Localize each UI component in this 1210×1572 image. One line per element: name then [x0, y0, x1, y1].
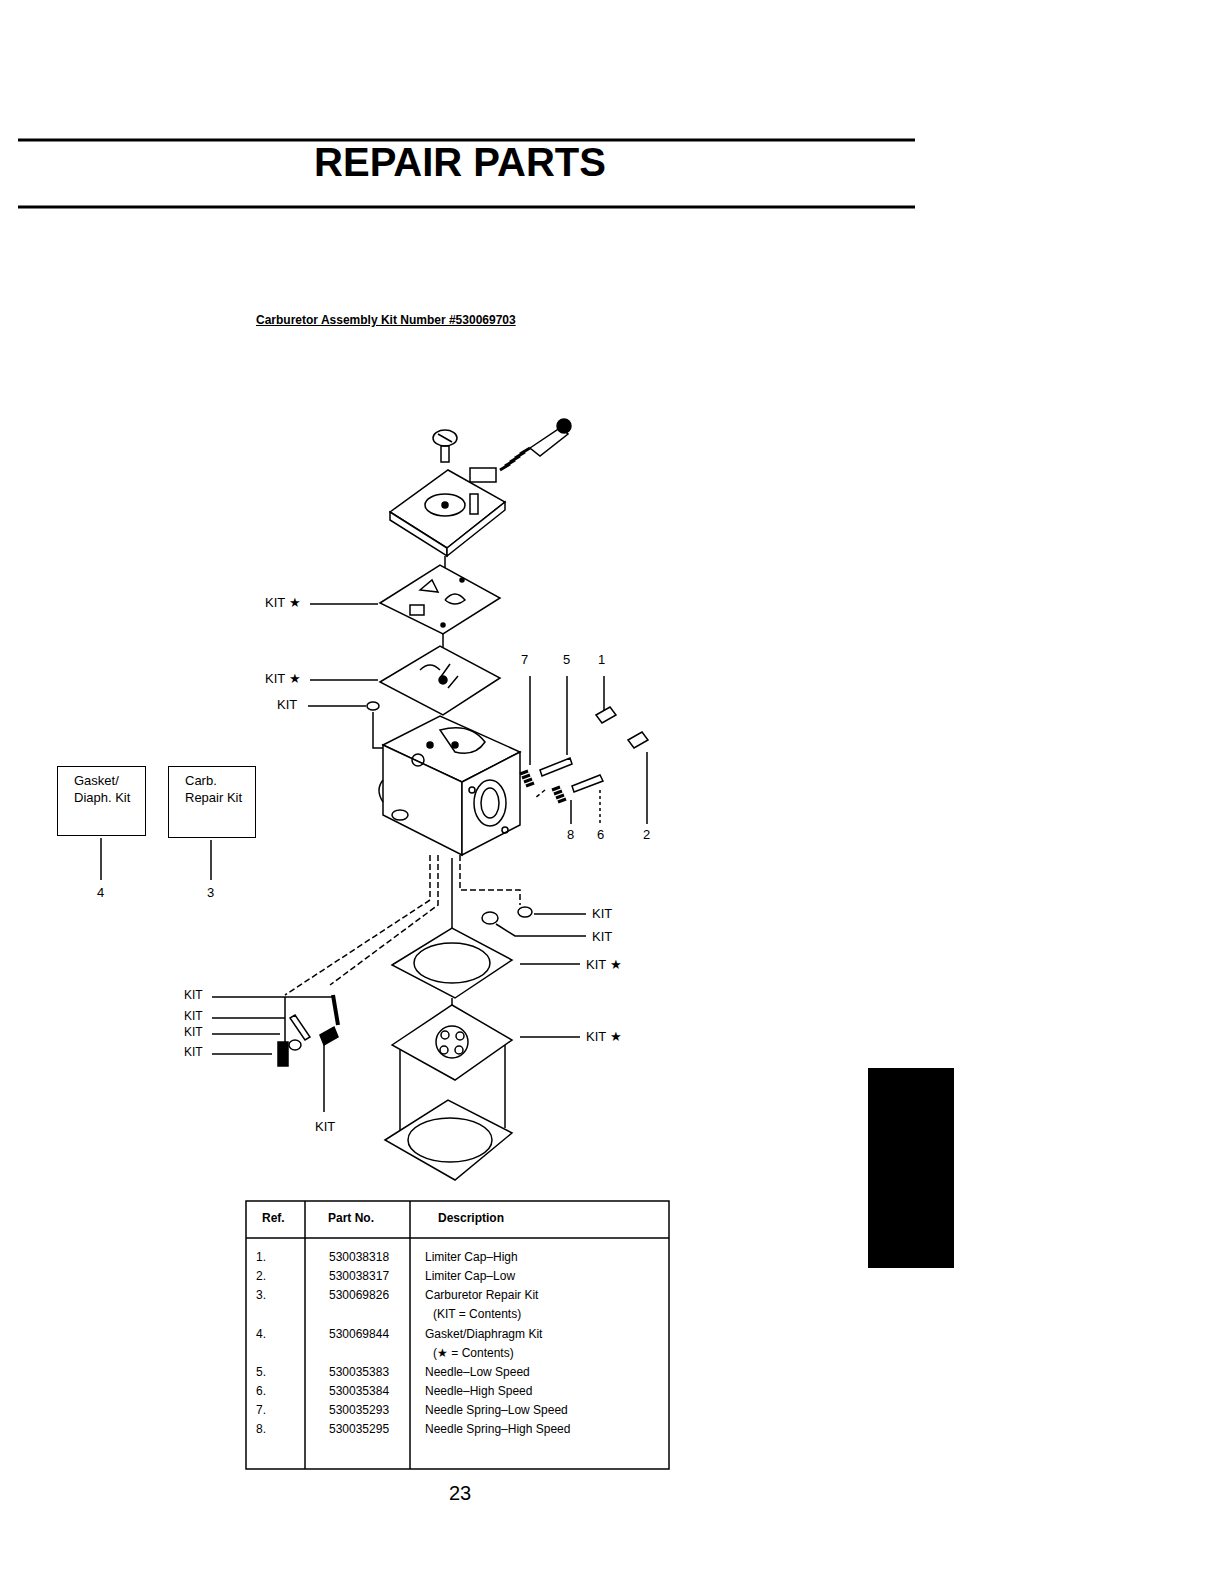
table-header: Part No. — [328, 1212, 374, 1226]
callout-number: 1 — [598, 653, 605, 668]
page-number: 23 — [449, 1482, 471, 1505]
callout-number: 2 — [643, 828, 650, 843]
table-cell: 2. — [256, 1270, 266, 1284]
table-cell: Limiter Cap–Low — [425, 1270, 515, 1284]
table-cell: Needle–Low Speed — [425, 1366, 530, 1380]
page-title: REPAIR PARTS — [0, 140, 920, 185]
table-cell: 530038318 — [329, 1251, 389, 1265]
table-cell: 530069826 — [329, 1289, 389, 1303]
table-cell: 1. — [256, 1251, 266, 1265]
table-cell: Needle Spring–High Speed — [425, 1423, 570, 1437]
kit-box: Gasket/ Diaph. Kit — [57, 766, 146, 836]
table-cell: 530035295 — [329, 1423, 389, 1437]
table-cell: Gasket/Diaphragm Kit — [425, 1328, 542, 1342]
kit-name: Gasket/ Diaph. Kit — [74, 773, 139, 807]
kit-label: KIT — [184, 1046, 203, 1060]
table-cell: Needle–High Speed — [425, 1385, 532, 1399]
table-cell: 5. — [256, 1366, 266, 1380]
kit-box: Carb. Repair Kit — [168, 766, 256, 838]
table-header: Description — [438, 1212, 504, 1226]
table-cell: 8. — [256, 1423, 266, 1437]
kit-name: Carb. Repair Kit — [185, 773, 249, 807]
callout-number: 3 — [207, 886, 214, 901]
table-cell: 7. — [256, 1404, 266, 1418]
table-cell: Limiter Cap–High — [425, 1251, 518, 1265]
table-cell: Needle Spring–Low Speed — [425, 1404, 568, 1418]
kit-label: KIT — [184, 1010, 203, 1024]
table-cell: Carburetor Repair Kit — [425, 1289, 538, 1303]
kit-label: KIT ★ — [586, 958, 622, 973]
table-cell: (★ = Contents) — [433, 1347, 514, 1361]
kit-label: KIT — [592, 907, 612, 922]
kit-label: KIT — [184, 989, 203, 1003]
table-cell: 3. — [256, 1289, 266, 1303]
table-cell: 6. — [256, 1385, 266, 1399]
kit-label: KIT — [184, 1026, 203, 1040]
kit-label: KIT ★ — [586, 1030, 622, 1045]
kit-label: KIT ★ — [265, 596, 301, 611]
callout-number: 4 — [97, 886, 104, 901]
subtitle: Carburetor Assembly Kit Number #53006970… — [256, 314, 516, 328]
table-header: Ref. — [262, 1212, 285, 1226]
callout-number: 5 — [563, 653, 570, 668]
table-cell: 530035293 — [329, 1404, 389, 1418]
kit-label: KIT — [315, 1120, 335, 1135]
table-cell: 530069844 — [329, 1328, 389, 1342]
table-cell: (KIT = Contents) — [433, 1308, 521, 1322]
kit-label: KIT — [277, 698, 297, 713]
table-cell: 530038317 — [329, 1270, 389, 1284]
kit-label: KIT ★ — [265, 672, 301, 687]
table-cell: 4. — [256, 1328, 266, 1342]
table-cell: 530035384 — [329, 1385, 389, 1399]
callout-number: 8 — [567, 828, 574, 843]
callout-number: 6 — [597, 828, 604, 843]
table-cell: 530035383 — [329, 1366, 389, 1380]
kit-label: KIT — [592, 930, 612, 945]
callout-number: 7 — [521, 653, 528, 668]
